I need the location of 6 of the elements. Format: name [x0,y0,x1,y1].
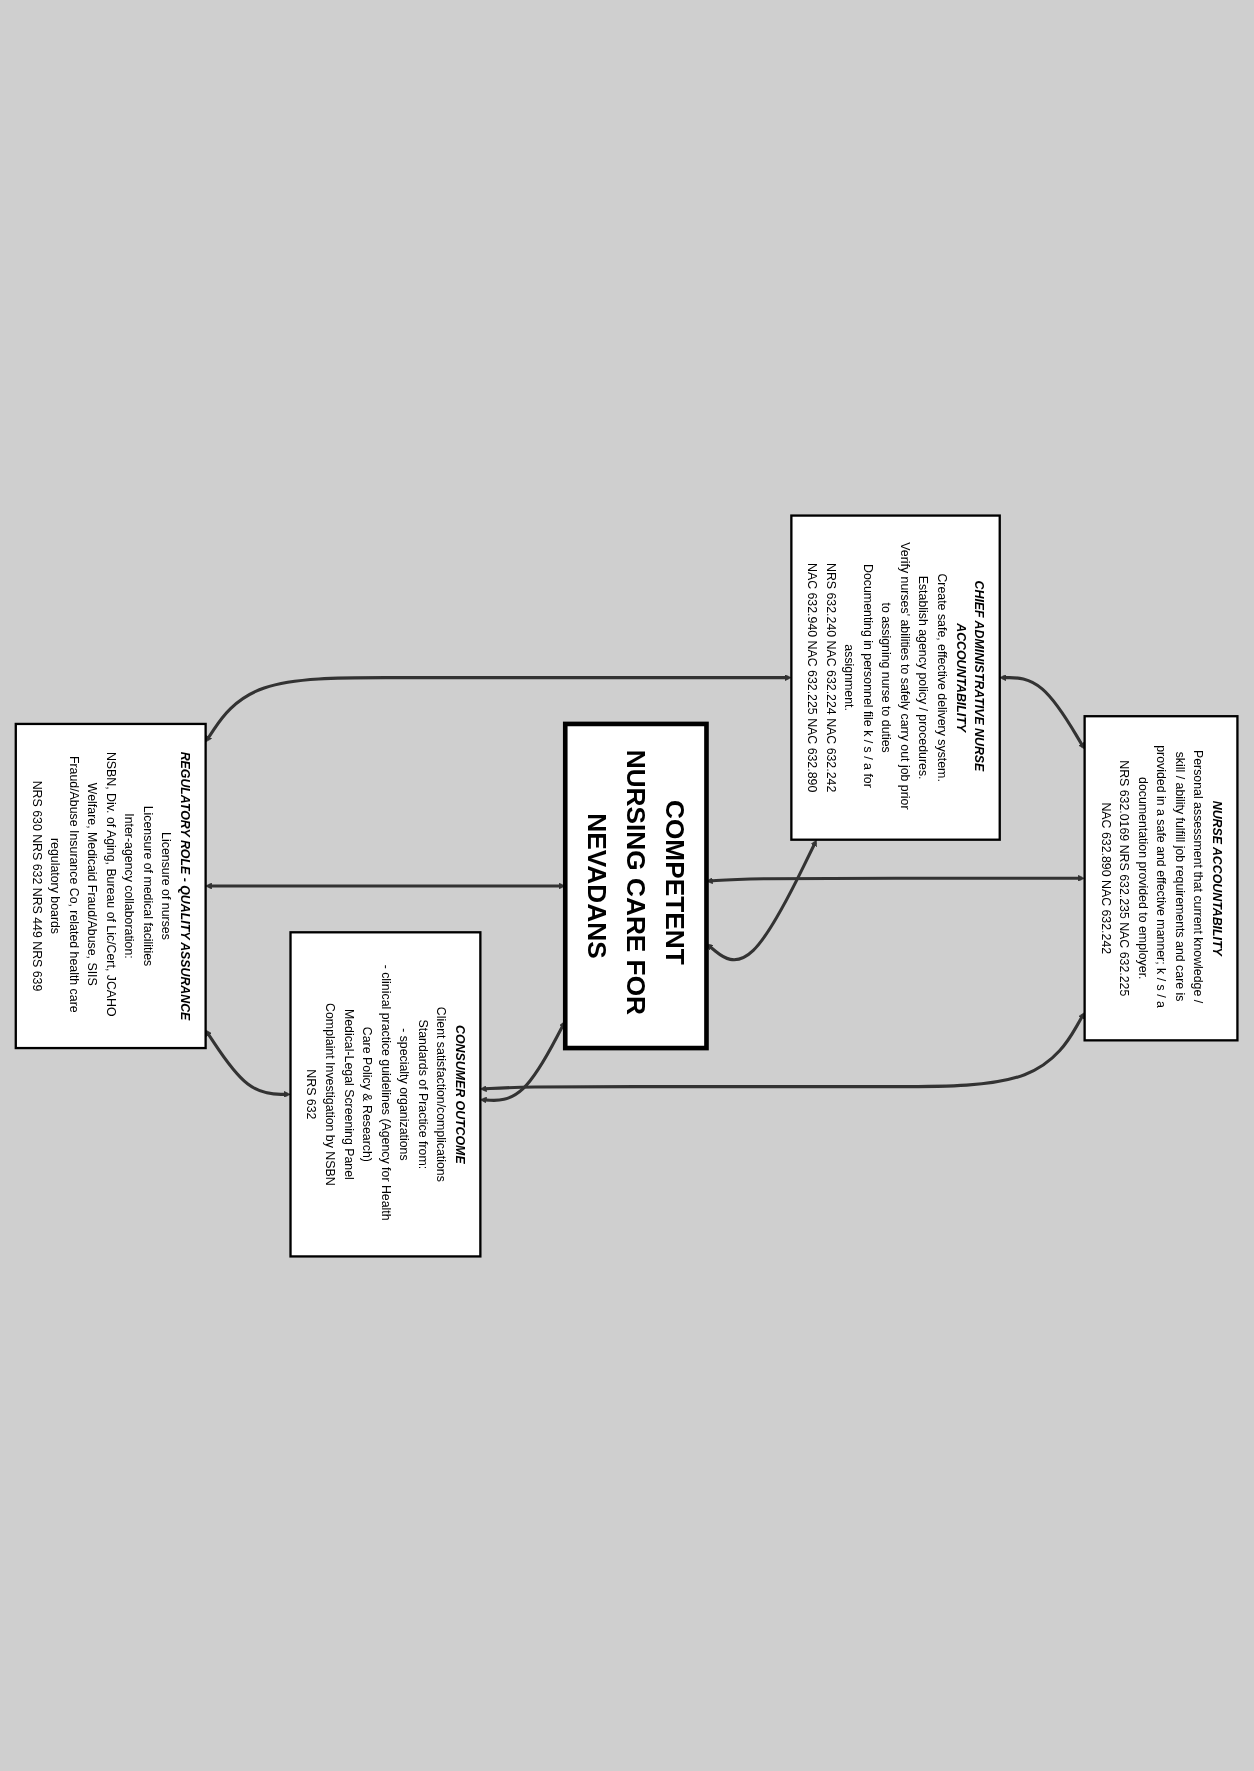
node-box: REGULATORY ROLE - QUALITY ASSURANCE Licensure of nurses Licensure of medical facilities Inter-agency collaboration: NSBN, Div. of Aging, Bureau of Lic/Cert, JCAHO Welfare, Medicaid Fraud/Abuse, SIIS Fraud/Abuse Insurance Co, related health care regulatory boards NRS 630 NRS 632 NRS 449 NRS 639 [15,722,208,1049]
arrow [480,1011,1086,1092]
node-box: COMPETENT NURSING CARE FOR NEVADANS [563,721,710,1050]
node-box: CONSUMER OUTCOME Client satisfaction/complications Standards of Practice from: - specialty organizations - clinical practice guidelines (Agency for Health Care Policy & Research) Medical-Legal Screening Panel Complaint Investigation by NSBN NRS 632 [289,930,482,1258]
node-box: NURSE ACCOUNTABILITY Personal assessment that current knowledge / skill / ability fulfill job requirements and care is provided in a safe and effective manner; k / s / a documentation provided to employer. NRS 632.0169 NRS 632.235 NAC 632.225 NAC 632.890 NAC 632.242 [1083,714,1239,1041]
node-box: CHIEF ADMINISTRATIVE NURSE ACCOUNTABILITY Create safe, effective delivery system. Establish agency policy / procedures. Verify nurses' abilities to safely carry out job prior to assigning nurse to duties Documenting in personnel file k / s / a for assignment. NRS 632.240 NAC 632.224 NAC 632.242 NAC 632.940 NAC 632.225 NAC 632.890 [790,513,1002,841]
